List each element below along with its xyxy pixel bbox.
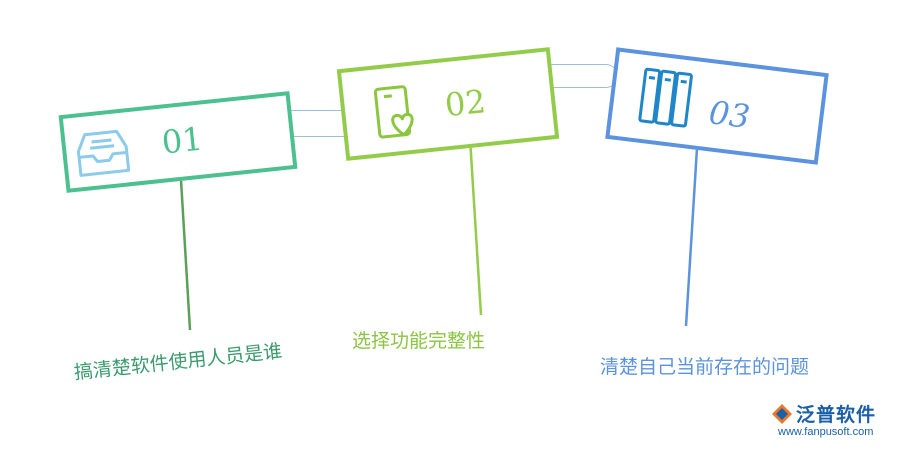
logo-name: 泛普软件 xyxy=(796,404,877,426)
step-card-1: 01 xyxy=(58,91,298,193)
logo-url: www.fanpusoft.com xyxy=(778,426,874,438)
step-card-2: 02 xyxy=(336,47,560,161)
step-number-1: 01 xyxy=(159,119,205,162)
brand-logo: 泛普软件 www.fanpusoft.com xyxy=(770,400,895,445)
step-card-3: 03 xyxy=(605,47,829,165)
step-number-3: 03 xyxy=(706,93,752,136)
binders-icon xyxy=(635,65,698,135)
step-label-3: 清楚自己当前存在的问题 xyxy=(600,356,810,378)
inbox-tray-icon xyxy=(72,126,133,186)
connector-line-2 xyxy=(468,137,483,316)
connector-line-3 xyxy=(684,147,699,327)
logo-mark-icon xyxy=(770,402,794,432)
step-label-2: 选择功能完整性 xyxy=(352,330,486,352)
document-heart-icon xyxy=(371,81,427,148)
step-number-2: 02 xyxy=(443,82,488,125)
connector-line-1 xyxy=(179,179,192,331)
